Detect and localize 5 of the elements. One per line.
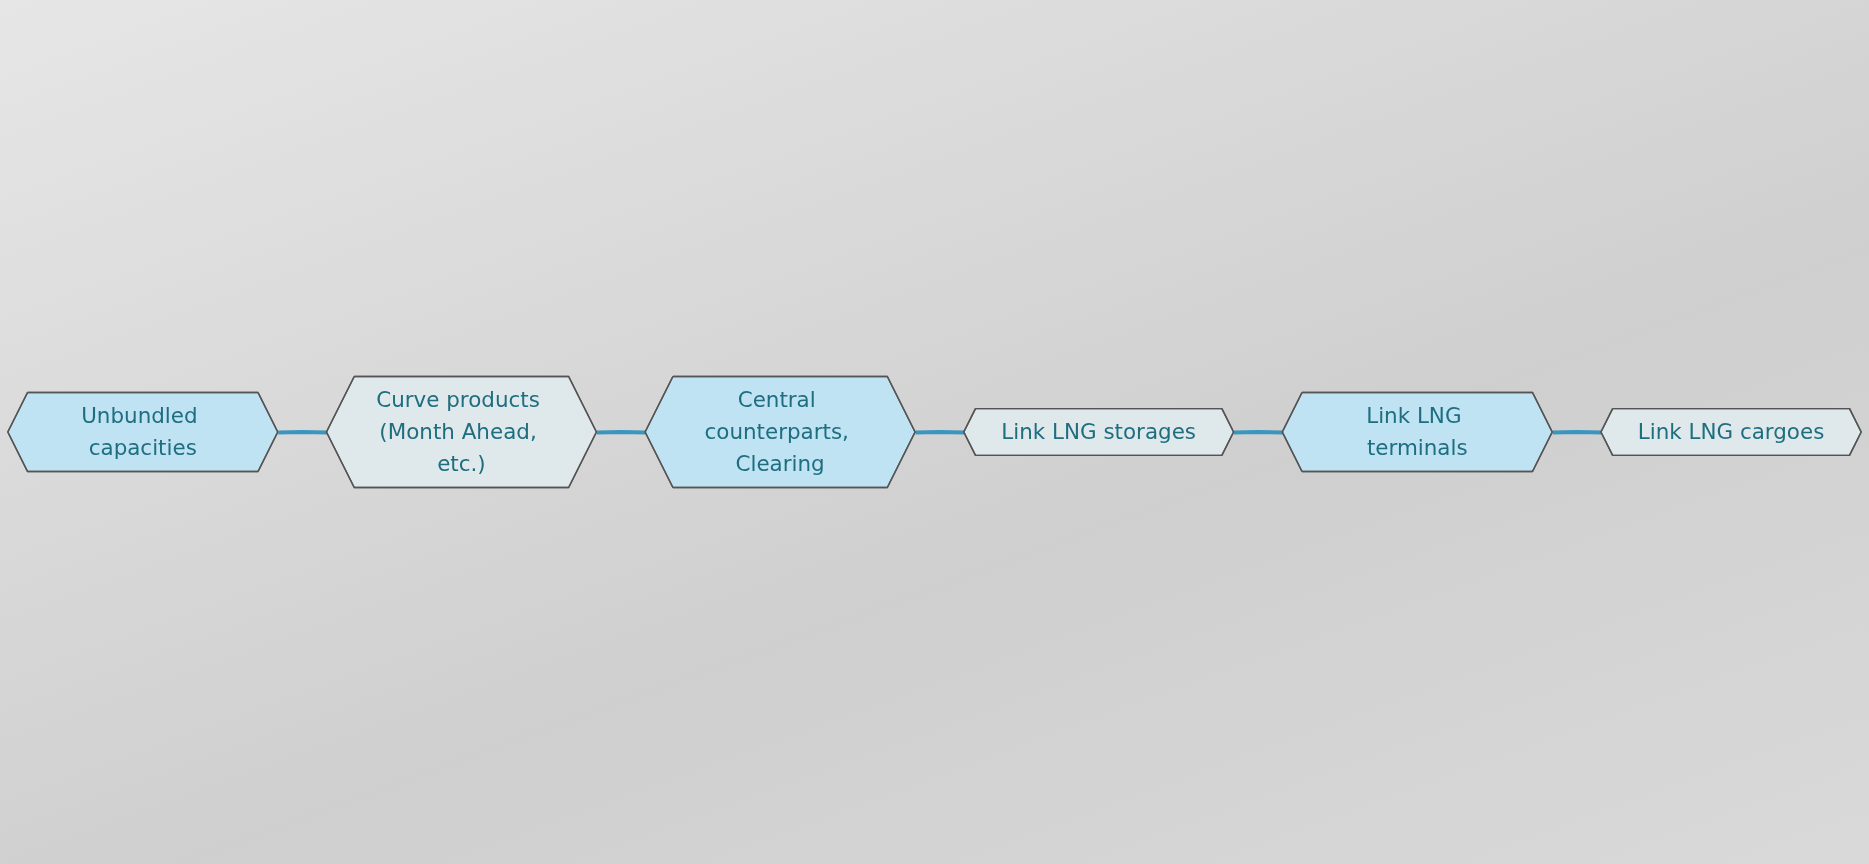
- connector: [278, 430, 327, 435]
- connector: [915, 430, 965, 435]
- connector: [1552, 430, 1602, 435]
- connector: [596, 430, 646, 435]
- connector: [1234, 430, 1283, 435]
